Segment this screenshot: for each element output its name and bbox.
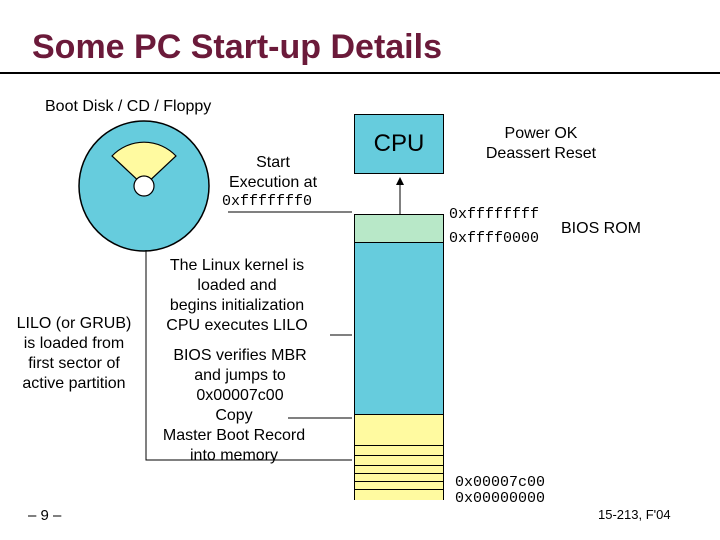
lilo-line-text: LILO (or GRUB)	[16, 315, 132, 332]
linux-line: loaded and	[197, 277, 277, 294]
arrow-mbr-copy	[145, 337, 352, 461]
disk-hub-icon	[133, 175, 155, 197]
bios-rom-label: BIOS ROM	[561, 220, 642, 237]
address-rom-low: 0xffff0000	[449, 230, 540, 247]
power-line: Deassert Reset	[485, 145, 597, 162]
lilo-line-text: first sector of	[28, 355, 120, 372]
start-exec-line: Start	[256, 154, 290, 171]
course-label: 15-213, F'04	[598, 507, 671, 522]
copy-line: into memory	[189, 447, 279, 464]
mbr-divider	[355, 473, 443, 474]
power-ok-label: Power OK Deassert Reset	[466, 124, 616, 164]
mbr-divider	[355, 481, 443, 482]
bios-line: BIOS verifies MBR	[173, 347, 307, 364]
bios-line: and jumps to	[194, 367, 286, 384]
linux-line: begins initialization	[169, 297, 305, 314]
cpu-box: CPU	[354, 114, 444, 174]
bios-verifies-label: BIOS verifies MBR and jumps to 0x00007c0…	[158, 346, 322, 406]
copy-line: Copy	[215, 407, 253, 424]
address-top: 0xffffffff	[449, 206, 540, 223]
title-divider	[0, 72, 720, 74]
cpu-exec-lilo-line: CPU executes LILO	[166, 317, 308, 334]
lilo-line-text: is loaded from	[23, 335, 125, 352]
mbr-divider	[355, 489, 443, 490]
disk-sector-icon	[111, 141, 177, 187]
start-exec-line: Execution at	[228, 174, 318, 191]
linux-line: The Linux kernel is	[169, 257, 305, 274]
start-execution-label: Start Execution at	[210, 153, 336, 193]
start-address: 0xfffffff0	[222, 193, 313, 210]
lilo-label: LILO (or GRUB) is loaded from first sect…	[6, 314, 142, 394]
mbr-divider	[355, 445, 443, 446]
address-7c00: 0x00007c00	[455, 474, 546, 491]
copy-line: Master Boot Record	[162, 427, 306, 444]
page-title: Some PC Start-up Details	[32, 28, 442, 66]
mbr-divider	[355, 455, 443, 456]
copy-mbr-label: Copy Master Boot Record into memory	[150, 406, 318, 466]
lilo-line-text: active partition	[22, 375, 126, 392]
mbr-divider	[355, 465, 443, 466]
page-number: – 9 –	[28, 507, 62, 524]
bios-line: 0x00007c00	[196, 387, 284, 404]
address-zero: 0x00000000	[455, 490, 546, 507]
boot-disk-label: Boot Disk / CD / Floppy	[45, 98, 212, 115]
bios-rom-region	[355, 215, 443, 243]
linux-kernel-label: The Linux kernel is loaded and begins in…	[156, 256, 318, 336]
power-line: Power OK	[504, 125, 578, 142]
mbr-region	[355, 414, 443, 500]
